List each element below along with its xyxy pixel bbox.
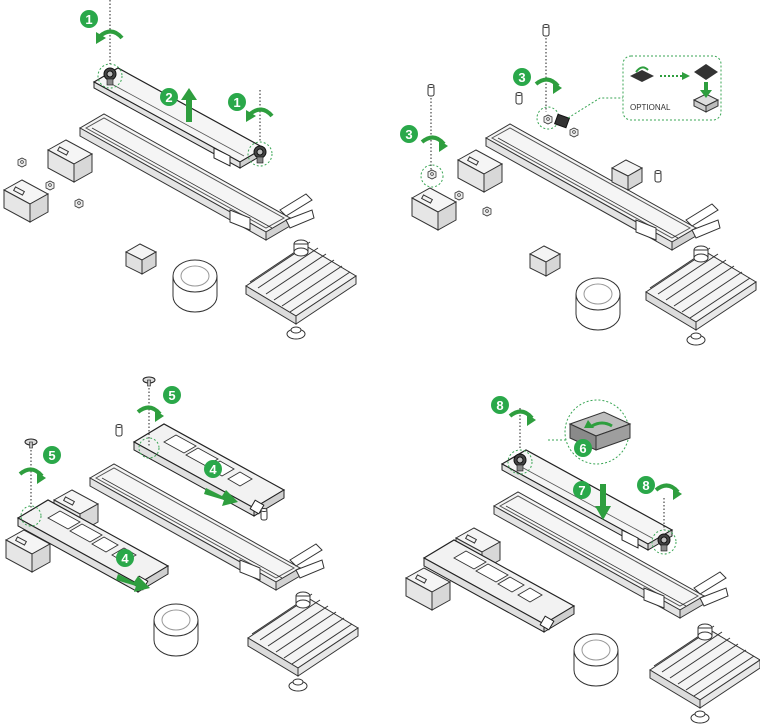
rotate-cw-icon bbox=[656, 485, 682, 500]
step-badge: 5 bbox=[43, 446, 61, 464]
panel-2-install-standoff: 3 3 OPTIONAL bbox=[400, 25, 756, 346]
standoff-icon bbox=[544, 115, 552, 124]
step-badge: 7 bbox=[573, 481, 591, 499]
screw-icon bbox=[658, 534, 670, 551]
heatsink bbox=[646, 246, 756, 345]
step-badge: 8 bbox=[637, 476, 655, 494]
standoff-icon bbox=[455, 191, 463, 200]
standoff-icon bbox=[428, 170, 436, 179]
step-number: 1 bbox=[233, 95, 240, 110]
standoff-icon bbox=[483, 207, 491, 216]
standoff-icon bbox=[75, 199, 83, 208]
step-number: 8 bbox=[642, 478, 649, 493]
step-number: 7 bbox=[578, 483, 585, 498]
step-number: 4 bbox=[209, 462, 217, 477]
rotate-cw-icon bbox=[422, 137, 448, 152]
standoff-icon bbox=[516, 93, 522, 105]
standoff-icon bbox=[18, 158, 26, 167]
component-block bbox=[4, 180, 48, 222]
standoff-icon bbox=[543, 25, 549, 37]
panel-4-reinstall-plate: 8 6 7 8 bbox=[406, 396, 760, 723]
rotate-ccw-icon bbox=[246, 109, 272, 122]
step-number: 5 bbox=[168, 388, 175, 403]
step-badge: 3 bbox=[400, 125, 418, 143]
step-number: 4 bbox=[121, 551, 129, 566]
heatsink bbox=[650, 624, 760, 723]
standoff-icon bbox=[116, 425, 122, 437]
battery bbox=[574, 634, 618, 686]
standoff-icon bbox=[570, 128, 578, 137]
step-number: 2 bbox=[165, 90, 172, 105]
rotate-cw-icon bbox=[20, 469, 46, 484]
panel-1-remove-heatsink-plate: 1 2 1 bbox=[4, 0, 356, 339]
panel-3-insert-ssd: 5 5 4 4 bbox=[6, 377, 358, 691]
rotate-cw-icon bbox=[510, 411, 536, 426]
heatsink bbox=[248, 592, 358, 691]
step-badge: 4 bbox=[116, 549, 134, 567]
rotate-cw-icon bbox=[536, 79, 562, 94]
standoff-icon bbox=[46, 181, 54, 190]
component-block bbox=[458, 150, 502, 192]
step-badge: 6 bbox=[574, 439, 592, 457]
step-badge: 1 bbox=[228, 93, 246, 111]
step-number: 3 bbox=[405, 127, 412, 142]
rotate-cw-icon bbox=[138, 407, 164, 422]
pad bbox=[555, 114, 570, 128]
capacitor bbox=[530, 246, 560, 276]
step-badge: 4 bbox=[204, 460, 222, 478]
rotate-ccw-icon bbox=[96, 31, 122, 44]
screw-icon bbox=[254, 146, 266, 163]
step-badge: 1 bbox=[80, 10, 98, 28]
heatsink bbox=[246, 240, 356, 339]
battery bbox=[576, 278, 620, 330]
standoff-icon bbox=[655, 171, 661, 183]
screw-icon bbox=[25, 439, 37, 448]
m2-slot bbox=[486, 124, 720, 250]
component-block bbox=[412, 188, 456, 230]
standoff-icon bbox=[261, 509, 267, 521]
component-block bbox=[48, 140, 92, 182]
step-number: 6 bbox=[579, 441, 586, 456]
step-badge: 8 bbox=[491, 396, 509, 414]
step-number: 3 bbox=[518, 70, 525, 85]
battery bbox=[154, 604, 198, 656]
screw-icon bbox=[143, 377, 155, 386]
step-badge: 3 bbox=[513, 68, 531, 86]
step-badge: 2 bbox=[160, 88, 178, 106]
battery bbox=[173, 260, 217, 312]
step-number: 1 bbox=[85, 12, 92, 27]
standoff-icon bbox=[428, 85, 434, 97]
step-badge: 5 bbox=[163, 386, 181, 404]
capacitor bbox=[126, 244, 156, 274]
step-number: 5 bbox=[48, 448, 55, 463]
optional-label: OPTIONAL bbox=[630, 103, 671, 112]
step-number: 8 bbox=[496, 398, 503, 413]
